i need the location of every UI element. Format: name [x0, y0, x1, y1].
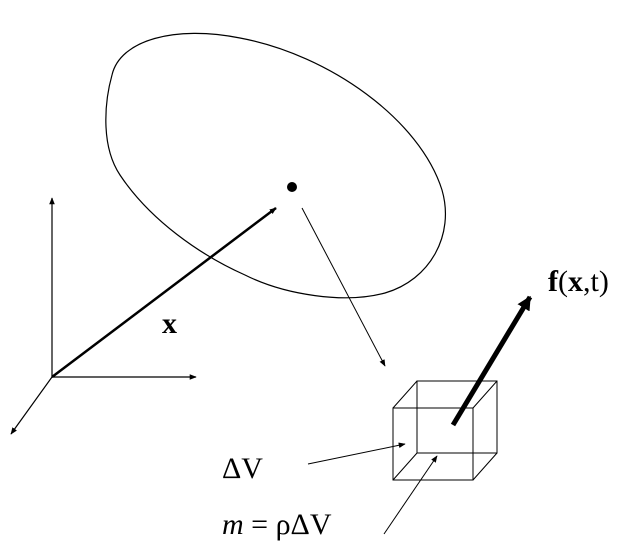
force-arrow — [450, 295, 533, 427]
zoom-arrow — [301, 207, 386, 367]
position-vector-arrow — [51, 207, 277, 378]
mass-label: m = ρΔV — [222, 508, 332, 541]
volume-pointer — [307, 442, 406, 465]
force-label: f(x,t) — [548, 265, 609, 298]
mass-pointer — [383, 455, 438, 535]
body-outline — [105, 32, 446, 299]
coordinate-axes — [10, 197, 197, 435]
x-axis — [10, 376, 53, 435]
position-vector-label: x — [162, 307, 177, 340]
material-point — [287, 182, 297, 192]
volume-element-cube — [392, 380, 498, 481]
volume-label: ΔV — [222, 452, 263, 485]
